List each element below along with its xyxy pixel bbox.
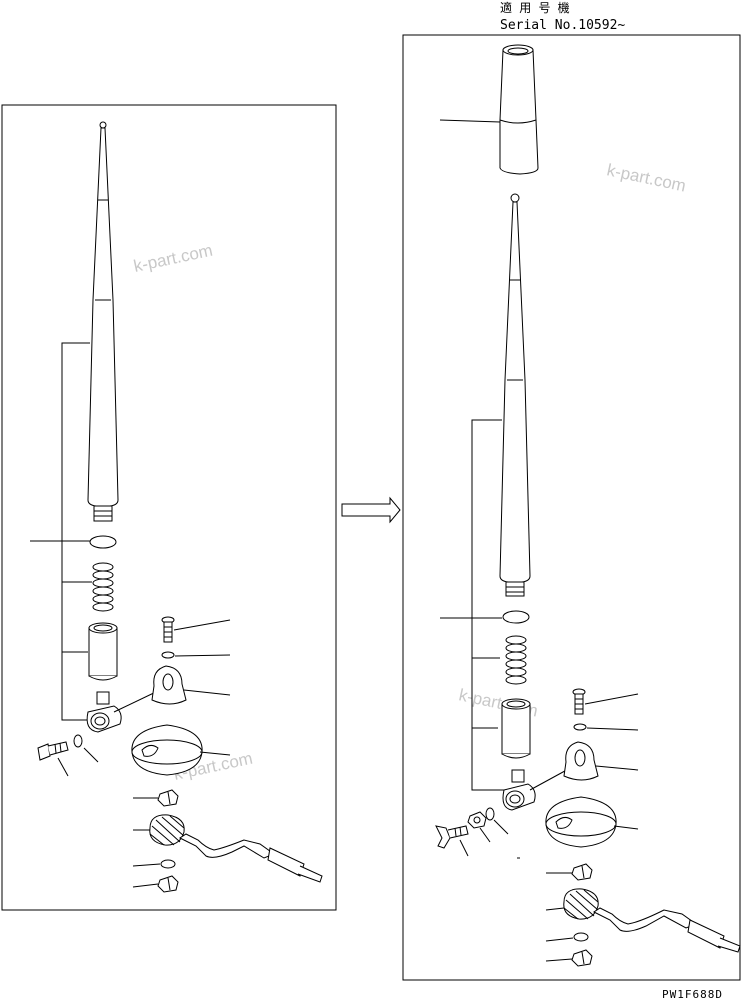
wing-nut xyxy=(467,811,487,829)
mount-screw xyxy=(161,616,175,643)
hex-nut-lower xyxy=(157,875,179,893)
lock-washer xyxy=(160,859,176,869)
sleeve xyxy=(88,622,118,681)
side-washer-new xyxy=(485,807,495,821)
watermark-1: k-part.com xyxy=(132,241,214,276)
rod-tip-ball-new xyxy=(510,193,520,203)
mount-bracket-new xyxy=(563,741,599,781)
leader-base-cover xyxy=(199,751,231,756)
o-ring xyxy=(89,535,117,549)
left-panel-frame xyxy=(1,104,337,911)
leader-mount-washer xyxy=(174,654,231,657)
assembly-bracket xyxy=(61,342,92,721)
mount-washer xyxy=(161,651,175,659)
ball-joint-new xyxy=(502,769,536,811)
leader-joint xyxy=(113,689,161,713)
wing-bolt xyxy=(435,825,469,849)
transition-arrow xyxy=(341,496,401,524)
leader-mount-washer-new xyxy=(586,727,639,731)
leader-hex-nut-lower-new xyxy=(545,958,573,962)
leader-wing-nut xyxy=(479,827,491,843)
leader-hex-nut-lower xyxy=(132,883,159,888)
spring-new xyxy=(505,635,527,685)
antenna-cable xyxy=(149,814,323,883)
side-washer xyxy=(73,734,83,748)
antenna-rod xyxy=(87,127,119,507)
watermark-3: k-part.com xyxy=(605,160,687,195)
leader-rod-cap xyxy=(439,119,501,123)
leader-wing-bolt xyxy=(459,839,469,857)
leader-side-washer xyxy=(83,747,99,763)
left-antenna-assembly xyxy=(30,121,323,893)
figure-code: PW1F688D xyxy=(662,988,723,1001)
spring xyxy=(92,562,114,612)
rod-thread-new xyxy=(505,581,525,597)
assembly-bracket-new xyxy=(471,419,508,791)
mount-screw-new xyxy=(572,688,586,715)
leader-mount-screw xyxy=(173,619,231,631)
leader-base-cover-new xyxy=(613,825,639,830)
leader-lock-washer xyxy=(132,863,161,867)
antenna-cable-new xyxy=(563,888,741,953)
leader-antenna-cable-new xyxy=(545,907,565,911)
leader-mount-bracket xyxy=(183,689,231,696)
rod-cap xyxy=(499,44,539,175)
hex-nut-upper xyxy=(157,789,179,807)
leader-side-bolt xyxy=(57,757,69,777)
hex-nut-upper-new xyxy=(571,863,593,881)
leader-mount-screw-new xyxy=(584,693,639,705)
applicable-serial-heading: 適 用 号 機 xyxy=(500,0,570,15)
hex-nut-lower-new xyxy=(571,949,593,967)
base-cover xyxy=(131,724,203,776)
lock-washer-new xyxy=(573,932,589,942)
serial-number-label: Serial No.10592~ xyxy=(500,18,625,33)
right-antenna-assembly xyxy=(435,44,741,967)
leader-lock-washer-new xyxy=(545,937,574,942)
ball-joint xyxy=(86,691,122,733)
leader-side-washer-new xyxy=(493,819,509,835)
antenna-rod-new xyxy=(499,201,531,583)
rod-tip-ball xyxy=(99,121,107,129)
mount-bracket xyxy=(151,665,187,705)
mount-washer-new xyxy=(573,723,587,731)
side-bolt xyxy=(37,741,69,761)
sleeve-new xyxy=(501,698,531,759)
leader-mount-bracket-new xyxy=(595,765,639,771)
o-ring-new xyxy=(502,610,530,624)
rod-thread xyxy=(93,505,113,522)
right-panel-frame xyxy=(402,34,741,981)
base-cover-new xyxy=(545,796,617,848)
